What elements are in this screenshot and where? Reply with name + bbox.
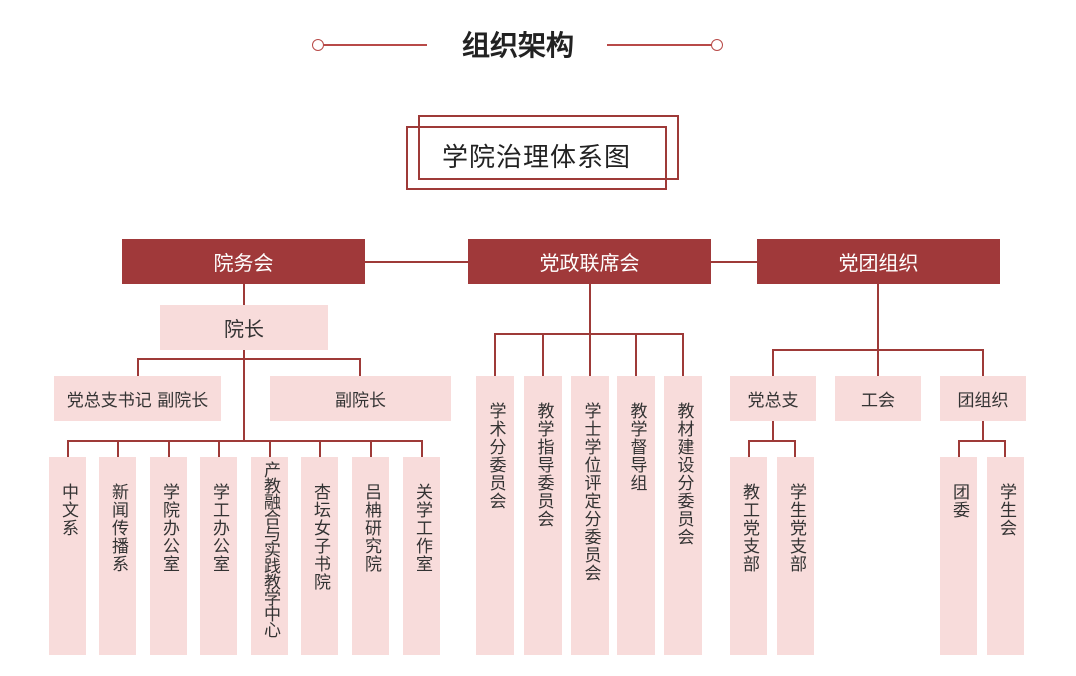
node-vice-dean: 副院长 [270,376,451,421]
connector [589,284,591,334]
unit-student-party-branch: 学生党支部 [777,457,814,655]
diagram-title: 学院治理体系图 [441,143,631,173]
connector [421,440,423,457]
connector [877,349,879,376]
connector [542,333,544,376]
title-frame-back [418,115,679,180]
unit-practice-center: 产教融合与实践教学中心 [251,457,288,655]
connector [168,440,170,457]
unit-label: 学生会 [996,483,1016,537]
connector [635,333,637,376]
unit-label: 教工党支部 [739,483,759,573]
header-right-line [607,44,712,46]
connector [711,261,757,263]
connector [982,421,984,441]
node-label: 党团组织 [838,251,919,275]
connector [218,440,220,457]
connector [772,349,774,376]
connector [1004,440,1006,457]
title-frame-front [406,126,667,190]
node-label: 党总支书记 副院长 [66,391,209,411]
connector [958,440,1006,442]
connector [319,440,321,457]
connector [67,440,69,457]
unit-faculty-party-branch: 教工党支部 [730,457,767,655]
unit-label: 学生党支部 [786,483,806,573]
connector [370,440,372,457]
connector [243,350,245,441]
committee-teaching-supervision: 教学督导组 [617,376,655,655]
connector [117,440,119,457]
unit-student-union: 学生会 [987,457,1024,655]
connector [137,358,139,376]
header-left-line [323,44,427,46]
node-secretary-vice-dean: 党总支书记 副院长 [54,376,221,421]
connector [269,440,271,457]
unit-xingtan-academy: 杏坛女子书院 [301,457,338,655]
unit-college-office: 学院办公室 [150,457,187,655]
unit-chinese-dept: 中文系 [49,457,86,655]
unit-label: 团委 [949,483,969,519]
node-label: 副院长 [335,391,386,411]
committee-label: 学士学位评定分委员会 [580,402,601,582]
unit-label: 学工办公室 [209,483,229,573]
connector [67,440,423,442]
unit-label: 杏坛女子书院 [310,483,330,591]
node-dean: 院长 [160,305,328,350]
node-party-branch: 党总支 [730,376,816,421]
unit-label: 新闻传播系 [108,483,128,573]
node-yuanwuhui: 院务会 [122,239,365,284]
committee-label: 教学督导组 [626,402,647,492]
node-label: 院务会 [213,251,274,275]
header-right-circle [711,39,723,51]
unit-youth-league-committee: 团委 [940,457,977,655]
unit-lvnan-institute: 吕柟研究院 [352,457,389,655]
connector [589,333,591,376]
connector [748,440,750,457]
node-label: 党总支 [747,391,799,411]
connector [877,284,879,350]
unit-label: 关学工作室 [412,483,432,573]
connector [748,440,796,442]
node-label: 党政联席会 [539,251,640,275]
connector [359,358,361,376]
connector [243,284,245,305]
connector [494,333,496,376]
connector [682,333,684,376]
committee-academic: 学术分委员会 [476,376,514,655]
page-title: 组织架构 [461,29,574,62]
committee-teaching-guidance: 教学指导委员会 [524,376,562,655]
node-label: 工会 [861,391,895,411]
committee-label: 学术分委员会 [485,402,506,510]
unit-journalism-dept: 新闻传播系 [99,457,136,655]
node-label: 院长 [224,317,264,341]
unit-guanxue-studio: 关学工作室 [403,457,440,655]
unit-label: 中文系 [58,483,78,537]
committee-degree-evaluation: 学士学位评定分委员会 [571,376,609,655]
committee-textbook: 教材建设分委员会 [664,376,702,655]
connector [365,261,469,263]
node-dangzheng-lianxihui: 党政联席会 [468,239,711,284]
node-label: 团组织 [957,391,1009,411]
connector [982,349,984,376]
connector [794,440,796,457]
committee-label: 教学指导委员会 [533,402,554,528]
unit-label: 产教融合与实践教学中心 [260,461,280,637]
unit-label: 吕柟研究院 [361,483,381,573]
unit-student-affairs-office: 学工办公室 [200,457,237,655]
node-youth-league: 团组织 [940,376,1026,421]
committee-label: 教材建设分委员会 [673,402,694,546]
connector [772,421,774,441]
node-union: 工会 [835,376,921,421]
unit-label: 学院办公室 [159,483,179,573]
node-dangtuan-zuzhi: 党团组织 [757,239,1000,284]
connector [137,358,361,360]
connector [958,440,960,457]
